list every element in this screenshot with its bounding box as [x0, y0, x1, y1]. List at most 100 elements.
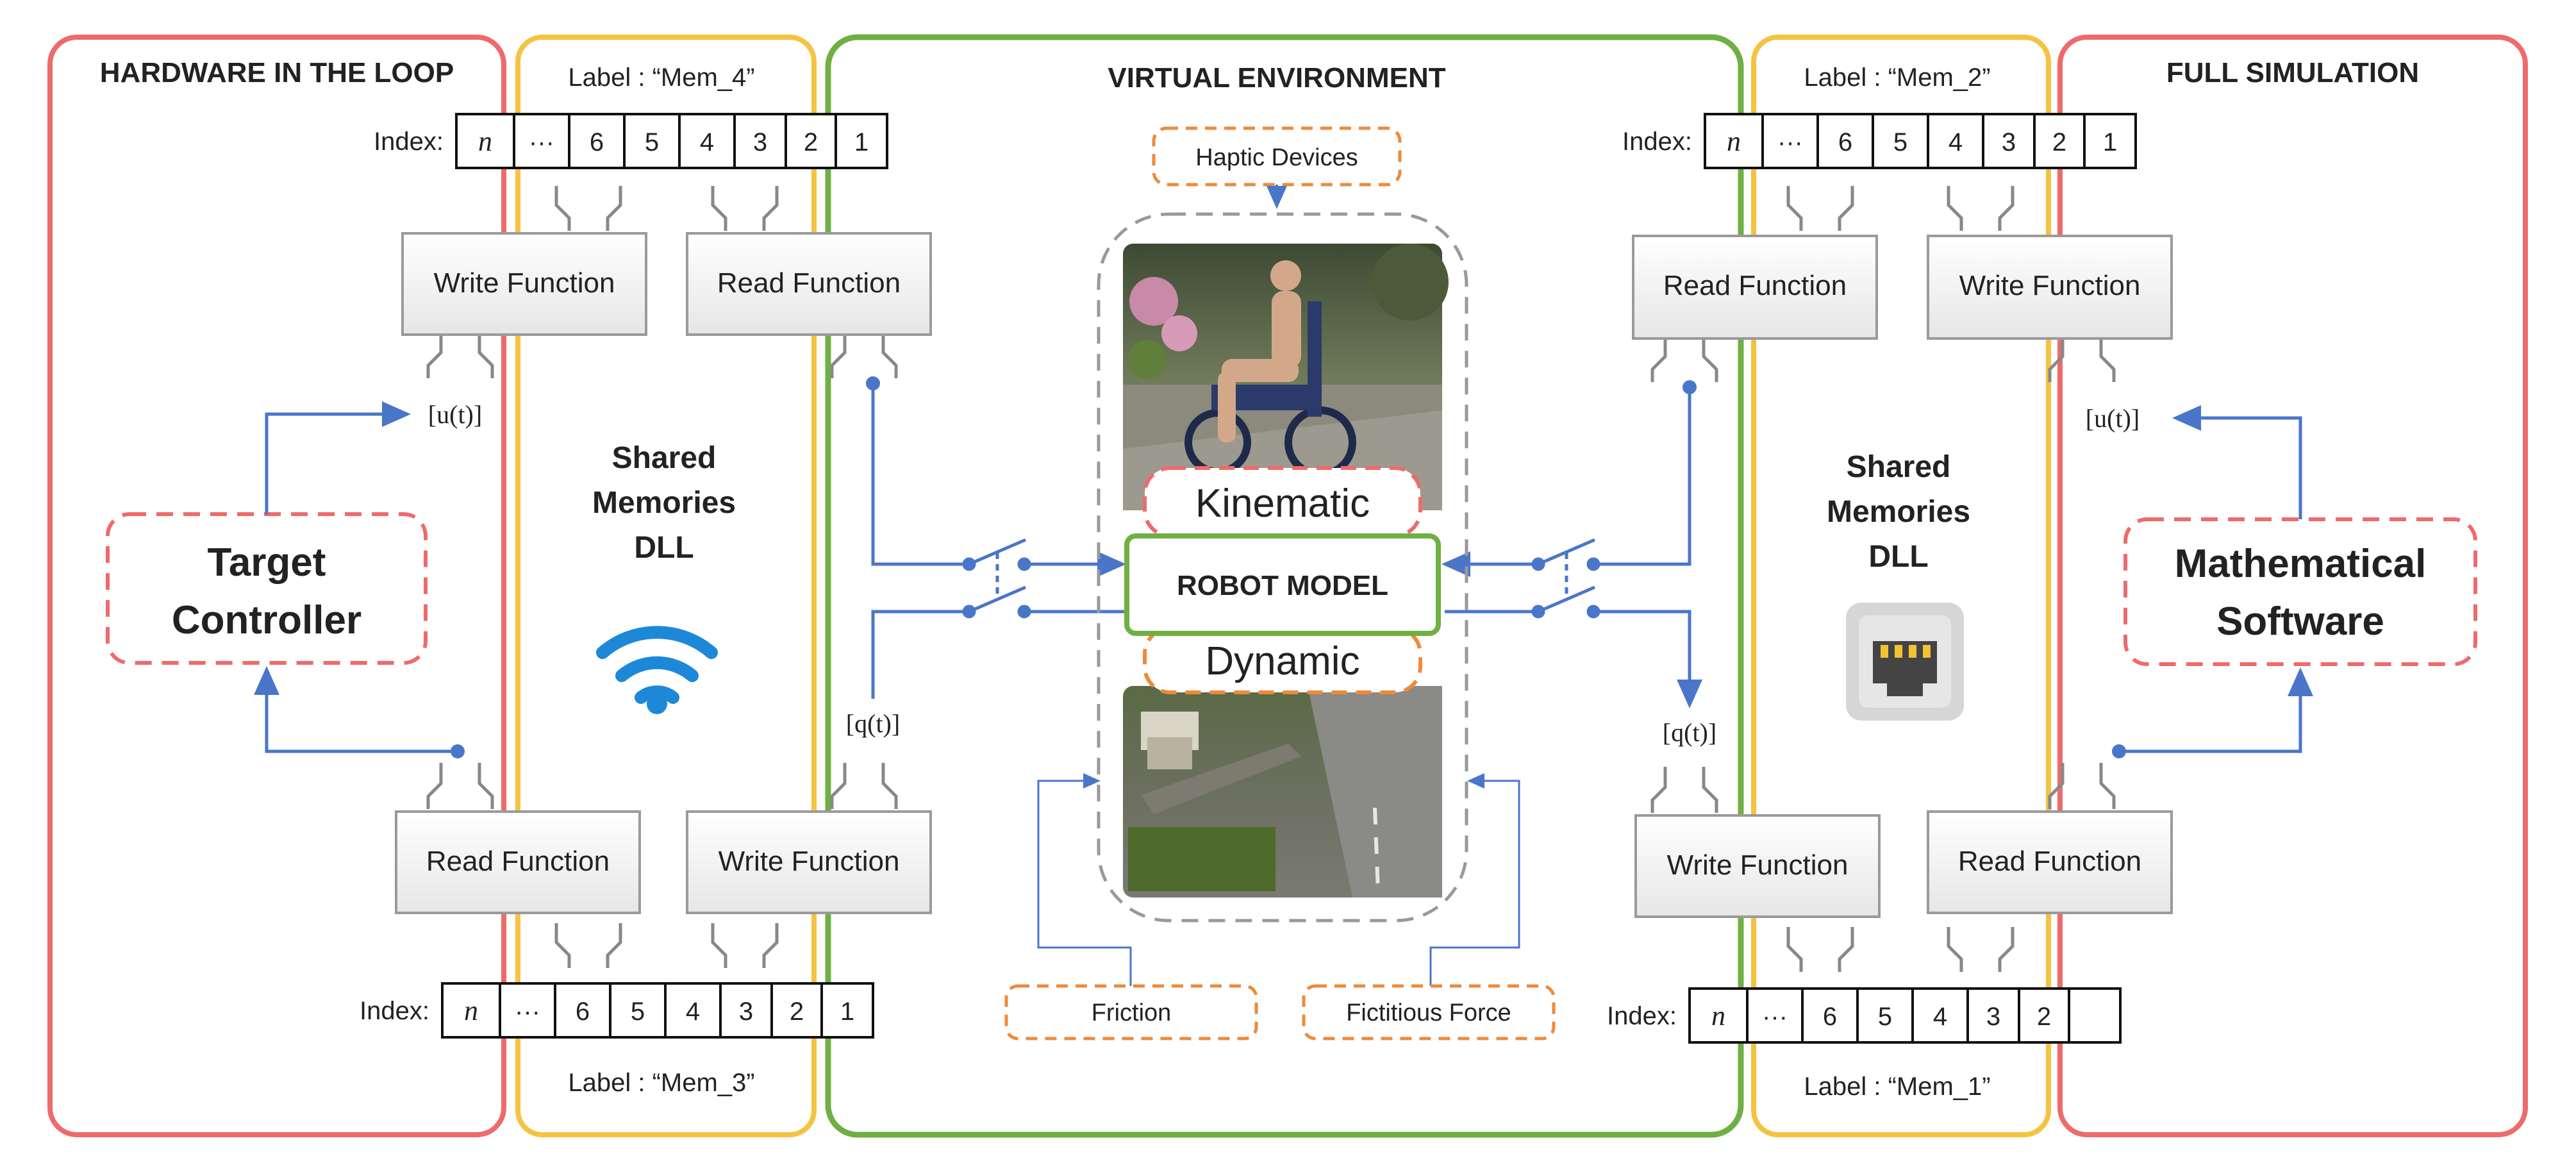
full-sim-panel	[2057, 35, 2528, 1137]
index-cell-value: 2	[2037, 1003, 2051, 1031]
index-cell-value: 5	[1893, 128, 1907, 156]
index-cell-value: ···	[1762, 1003, 1788, 1031]
math-software-block: Mathematical Software	[2123, 517, 2477, 666]
svg-text:Shared: Shared	[612, 441, 717, 475]
right-switch	[1442, 387, 1702, 708]
index-cell-value: 2	[790, 998, 804, 1026]
read-top-left-to-switch	[871, 382, 968, 566]
index-cell	[499, 982, 556, 1039]
svg-text:Fictitious Force: Fictitious Force	[1346, 999, 1511, 1026]
svg-text:Write Function: Write Function	[719, 846, 900, 877]
index-cell-value: n	[1727, 126, 1741, 157]
read-top-right-dot	[1683, 380, 1697, 394]
index-cell-value: 1	[2103, 128, 2117, 156]
mem4-label: Label : “Mem_4”	[568, 63, 754, 92]
index-cell-value: 6	[1823, 1003, 1837, 1031]
index-label: Index:	[374, 128, 444, 156]
index-cell-value: n	[478, 126, 492, 157]
wifi-icon	[596, 626, 718, 714]
mem1-label: Label : “Mem_1”	[1804, 1073, 1990, 1101]
simulation-container	[1097, 212, 1468, 923]
haptic-devices-box: Haptic Devices	[1152, 126, 1402, 187]
svg-text:Write Function: Write Function	[1959, 270, 2141, 301]
index-cell-value: 4	[700, 128, 714, 156]
read-top-left-dot	[866, 376, 880, 390]
u-signal-left: [u(t)]	[428, 400, 482, 429]
friction-arrow	[1037, 773, 1132, 986]
index-cell-value: 4	[686, 998, 700, 1026]
index-cell-value: 6	[576, 998, 590, 1026]
index-cell	[455, 113, 515, 169]
street-scene-image	[1123, 686, 1442, 898]
full-sim-title: FULL SIMULATION	[2166, 57, 2419, 88]
index-cell	[664, 982, 722, 1039]
svg-text:Haptic Devices: Haptic Devices	[1195, 144, 1358, 171]
robot-model-block: ROBOT MODEL	[1124, 533, 1441, 636]
index-cell	[1982, 113, 2036, 169]
read-to-math-arrow	[2119, 667, 2313, 753]
svg-text:Software: Software	[2216, 599, 2384, 644]
virtual-panel	[825, 34, 1744, 1138]
read-function-top-left: Read Function	[686, 232, 932, 336]
index-cell	[1966, 987, 2020, 1044]
index-cell	[554, 982, 611, 1039]
index-cell-value: 1	[854, 128, 868, 156]
read-function-top-right: Read Function	[1632, 235, 1878, 340]
index-cell	[1801, 987, 1859, 1044]
svg-text:Friction: Friction	[1092, 999, 1172, 1026]
switch-to-write-bottom-left	[871, 610, 967, 699]
index-cell-value: ···	[529, 128, 554, 156]
shared-memories-left: Shared Memories DLL	[592, 441, 736, 565]
index-cell	[513, 113, 570, 169]
left-switch	[962, 538, 1126, 619]
index-cell	[1688, 987, 1749, 1044]
index-cell	[1816, 113, 1874, 169]
read-to-controller-arrow	[254, 666, 458, 753]
index-cell-value: 4	[1933, 1003, 1947, 1031]
svg-text:Controller: Controller	[172, 598, 361, 642]
controller-to-write-arrow	[265, 401, 411, 514]
svg-text:Shared: Shared	[1847, 450, 1951, 484]
index-cell	[1761, 113, 1819, 169]
index-cell	[1927, 113, 1984, 169]
index-label: Index:	[1622, 128, 1692, 156]
svg-text:Read Function: Read Function	[1663, 270, 1847, 301]
ethernet-port-icon	[1846, 603, 1964, 721]
fictitious-arrow	[1429, 773, 1520, 986]
index-cell-value: 4	[1949, 128, 1963, 156]
index-cell-value: ···	[515, 998, 540, 1026]
index-cell	[820, 982, 874, 1039]
q-signal-left: [q(t)]	[846, 709, 900, 738]
mem3-label: Label : “Mem_3”	[568, 1069, 754, 1097]
read-function-bottom-left: Read Function	[395, 810, 641, 914]
index-cell	[1911, 987, 1969, 1044]
svg-text:Read Function: Read Function	[1958, 846, 2141, 877]
index-cell-value: 1	[840, 998, 854, 1026]
mem2-label: Label : “Mem_2”	[1804, 63, 1990, 92]
index-cell-value: 2	[804, 128, 818, 156]
index-cell-value: 6	[590, 128, 604, 156]
write-function-bottom-left: Write Function	[686, 810, 932, 914]
read-function-bottom-right: Read Function	[1927, 810, 2173, 914]
index-cell	[568, 113, 626, 169]
svg-text:DLL: DLL	[634, 531, 694, 565]
friction-box: Friction	[1004, 984, 1258, 1040]
index-cell	[1856, 987, 1914, 1044]
hil-title: HARDWARE IN THE LOOP	[100, 57, 454, 88]
index-cell	[733, 113, 787, 169]
shared-memories-right: Shared Memories DLL	[1827, 450, 1970, 574]
index-cell	[623, 113, 681, 169]
dynamic-block: Dynamic	[1143, 626, 1422, 694]
svg-text:Memories: Memories	[592, 486, 736, 520]
svg-text:Mathematical: Mathematical	[2175, 542, 2427, 586]
index-cell-value: 3	[739, 998, 753, 1026]
write-function-top-right: Write Function	[1927, 235, 2173, 340]
index-cell-value: 5	[1878, 1003, 1892, 1031]
virtual-title: VIRTUAL ENVIRONMENT	[1108, 62, 1445, 94]
hil-panel	[47, 35, 506, 1137]
kinematic-block: Kinematic	[1143, 466, 1422, 538]
